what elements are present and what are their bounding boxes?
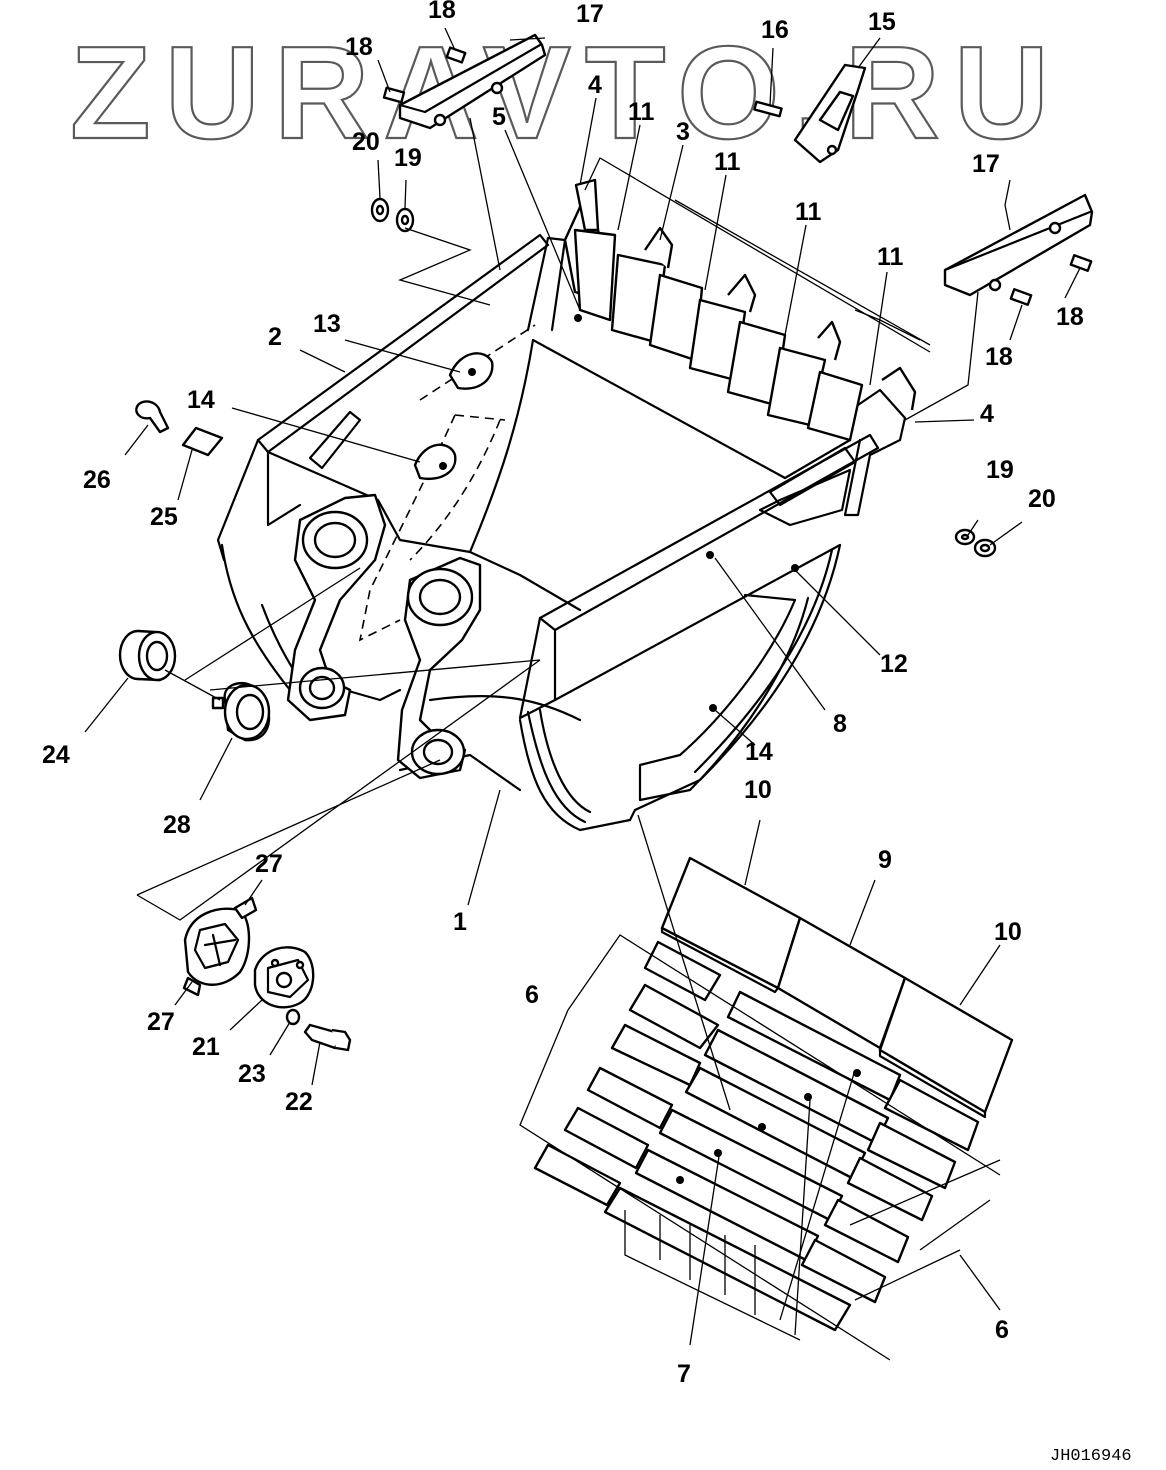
callout-23: 23 <box>238 1060 266 1088</box>
callout-15: 15 <box>868 8 896 36</box>
callout-21: 21 <box>192 1033 220 1061</box>
callout-16: 16 <box>761 16 789 44</box>
pin-left-1 <box>382 86 406 104</box>
shim-27 <box>182 896 258 997</box>
side-cutter-right <box>943 193 1094 297</box>
washer-left-19 <box>395 207 415 233</box>
washer-left-20 <box>370 197 390 223</box>
callout-9: 9 <box>878 846 892 874</box>
callout-6-left: 6 <box>525 981 539 1009</box>
callout-4-top: 4 <box>588 71 602 99</box>
callout-20-top: 20 <box>352 128 380 156</box>
callout-5: 5 <box>492 103 506 131</box>
bolt-22 <box>303 1023 352 1052</box>
collar-21 <box>253 946 315 1009</box>
wear-pad-13 <box>448 352 494 390</box>
pin-right-1 <box>1069 254 1093 272</box>
callout-18-top-a: 18 <box>428 0 456 24</box>
callout-17-right: 17 <box>972 150 1000 178</box>
liner-plates <box>533 314 1014 1332</box>
callout-11-a: 11 <box>628 98 655 126</box>
callout-10-top: 10 <box>744 776 772 804</box>
watermark: ZURAVTO.RU <box>70 19 1063 166</box>
callout-19-top: 19 <box>394 144 422 172</box>
callout-18-right-b: 18 <box>985 343 1013 371</box>
tooth-point <box>793 63 867 164</box>
bushing-28 <box>211 681 271 742</box>
callout-18-top-b: 18 <box>345 33 373 61</box>
drawing-code: JH016946 <box>1050 1447 1132 1466</box>
bushing-24 <box>118 629 177 682</box>
callout-4-right: 4 <box>980 400 994 428</box>
callout-27-bottom: 27 <box>147 1008 175 1036</box>
callout-28: 28 <box>163 811 191 839</box>
callout-8: 8 <box>833 710 847 738</box>
callout-18-right-a: 18 <box>1056 303 1084 331</box>
bolt-26 <box>135 400 170 434</box>
callout-22: 22 <box>285 1088 313 1116</box>
callout-3: 3 <box>676 118 690 146</box>
callout-20-right: 20 <box>1028 485 1056 513</box>
callout-19-right: 19 <box>986 456 1014 484</box>
callout-24: 24 <box>42 741 70 769</box>
callout-25: 25 <box>150 503 178 531</box>
tooth-pin <box>753 100 783 118</box>
washer-right-20 <box>973 538 997 558</box>
callout-7: 7 <box>677 1360 691 1388</box>
callout-11-c: 11 <box>795 198 822 226</box>
callout-2: 2 <box>268 323 282 351</box>
hinge-bracket-left <box>286 493 387 722</box>
callout-13: 13 <box>313 310 341 338</box>
wear-pad-14 <box>413 443 457 481</box>
hinge-bracket-right <box>396 556 482 780</box>
callout-26: 26 <box>83 466 111 494</box>
bucket-body <box>216 233 907 832</box>
callout-12: 12 <box>880 650 908 678</box>
callout-14-left: 14 <box>187 386 215 414</box>
leader-lines <box>84 27 1081 1361</box>
callout-1: 1 <box>453 908 467 936</box>
pin-right-2 <box>1009 288 1033 306</box>
callout-17-top: 17 <box>576 0 604 28</box>
washer-23 <box>285 1008 301 1026</box>
callout-6-right: 6 <box>995 1316 1009 1344</box>
callout-10-right: 10 <box>994 918 1022 946</box>
tooth-row <box>563 178 917 442</box>
callout-27-top: 27 <box>255 850 283 878</box>
washer-right-19 <box>954 528 976 546</box>
callout-14-right: 14 <box>745 738 773 766</box>
plate-25 <box>181 426 224 457</box>
callout-labels: 1 2 3 4 4 5 6 6 7 8 9 10 10 11 11 11 11 … <box>42 0 1084 1388</box>
pin-left-2 <box>445 46 467 64</box>
callout-11-b: 11 <box>714 148 741 176</box>
callout-11-d: 11 <box>877 243 904 271</box>
side-cutter-left <box>398 33 547 130</box>
